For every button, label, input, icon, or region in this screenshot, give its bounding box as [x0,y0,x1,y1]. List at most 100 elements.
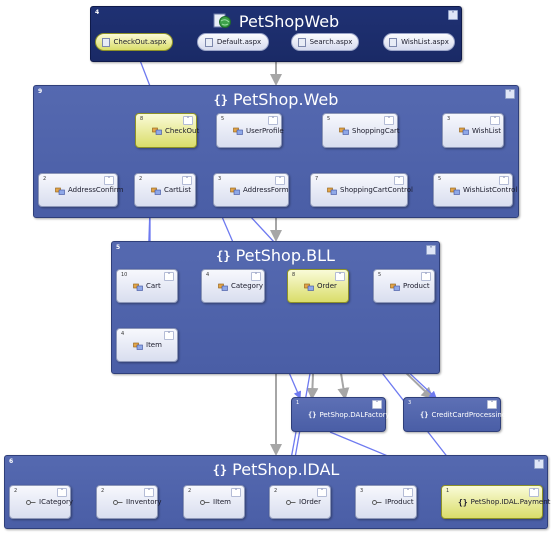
class-node-shoppingcartcontrol[interactable]: 7 ˅ ShoppingCartControl [310,173,413,207]
node-count: 5 [327,116,331,122]
class-icon [218,283,228,291]
namespace-icon: {} [308,410,317,419]
class-node-userprofile[interactable]: 5 ˅ UserProfile [216,113,284,148]
interface-icon [113,499,123,505]
file-label: WishList.aspx [401,38,449,46]
node-count: 7 [315,176,319,182]
expand-icon[interactable]: ˅ [384,116,394,125]
file-label: Search.aspx [309,38,353,46]
collapse-icon[interactable]: ˄ [534,459,544,469]
interface-node-icategory[interactable]: 2 ˅ ICategory [9,485,73,519]
expand-icon[interactable]: ˅ [372,400,382,409]
class-icon [133,283,143,291]
node-label: ShoppingCartControl [340,186,413,194]
class-icon [450,187,460,195]
node-count: 4 [121,331,125,337]
expand-icon[interactable]: ˅ [251,272,261,281]
expand-icon[interactable]: ˅ [268,116,278,125]
node-label: Cart [146,282,161,290]
web-count: 9 [38,88,43,95]
collapse-icon[interactable]: ˄ [426,245,436,255]
interface-node-iproduct[interactable]: 3 ˅ IProduct [355,485,417,519]
expand-icon[interactable]: ˅ [164,331,174,340]
file-node-checkout-aspx[interactable]: CheckOut.aspx [95,33,173,51]
namespace-node-creditcardprocessing[interactable]: 3 ˅ {}CreditCardProcessing [403,397,506,432]
class-node-addressconfirm[interactable]: 2 ˅ AddressConfirm [38,173,123,207]
node-count: 2 [101,488,105,494]
interface-node-iinventory[interactable]: 2 ˅ IInventory [96,485,162,519]
node-label: IInventory [126,498,162,506]
node-count: 8 [140,116,144,122]
namespace-node-idal-payment[interactable]: 1 ˅ {}PetShop.IDAL.Payment [441,485,550,519]
expand-icon[interactable]: ˅ [275,176,285,185]
node-count: 4 [206,272,210,278]
namespace-node-dalfactory[interactable]: 1 ˅ {}PetShop.DALFactory [291,397,390,432]
node-label: PetShop.DALFactory [319,410,390,419]
class-node-shoppingcart[interactable]: 5 ˅ ShoppingCart [322,113,400,148]
class-icon [151,187,161,195]
class-node-product[interactable]: 5 ˅ Product [373,269,435,303]
expand-icon[interactable]: ˅ [499,176,509,185]
file-icon [101,37,110,47]
class-icon [233,127,243,135]
class-node-cart[interactable]: 10 ˅ Cart [116,269,178,303]
class-node-order[interactable]: 8 ˅ Order [287,269,349,303]
node-count: 8 [292,272,296,278]
expand-icon[interactable]: ˅ [182,176,192,185]
class-node-checkout[interactable]: 8 ˅ CheckOut [135,113,200,148]
expand-icon[interactable]: ˅ [335,272,345,281]
class-node-wishlist[interactable]: 3 ˅ WishList [442,113,504,148]
file-icon [297,37,306,47]
node-label: CheckOut [165,126,200,135]
web-title: PetShop.Web [233,90,339,109]
expand-icon[interactable]: ˅ [403,488,413,497]
expand-icon[interactable]: ˅ [317,488,327,497]
expand-icon[interactable]: ˅ [490,116,500,125]
interface-node-iorder[interactable]: 2 ˅ IOrder [269,485,331,519]
node-label: AddressForm [243,186,289,194]
expand-icon[interactable]: ˅ [183,116,193,125]
node-label: UserProfile [246,126,284,135]
expand-icon[interactable]: ˅ [57,488,67,497]
class-node-cartlist[interactable]: 2 ˅ CartList [134,173,196,207]
idal-title: PetShop.IDAL [232,460,340,479]
file-node-wishlist-aspx[interactable]: WishList.aspx [383,33,455,51]
node-label: CartList [164,186,192,194]
node-count: 10 [121,272,128,278]
node-label: IItem [213,498,231,506]
interface-node-iitem[interactable]: 2 ˅ IItem [183,485,245,519]
node-count: 2 [139,176,143,182]
web-app-title-row: PetShopWeb [91,13,461,31]
expand-icon[interactable]: ˅ [164,272,174,281]
class-icon [327,187,337,195]
bll-title-row: {}PetShop.BLL [112,247,439,265]
class-node-item[interactable]: 4 ˅ Item [116,328,178,362]
node-count: 3 [360,488,364,494]
web-app-container[interactable]: 4 ˄ PetShopWeb CheckOut.aspx Default.asp… [90,6,462,62]
node-label: Item [146,341,162,349]
expand-icon[interactable]: ˅ [421,272,431,281]
node-count: 5 [378,272,382,278]
collapse-icon[interactable]: ˄ [448,10,458,20]
file-label: Default.aspx [216,38,262,46]
class-icon [339,127,349,135]
node-label: PetShop.IDAL.Payment [470,498,551,506]
file-node-search-aspx[interactable]: Search.aspx [291,33,359,51]
expand-icon[interactable]: ˅ [231,488,241,497]
globe-icon [213,13,231,28]
expand-icon[interactable]: ˅ [487,400,497,409]
class-icon [133,342,143,350]
class-icon [152,127,162,135]
class-icon [55,187,65,195]
namespace-icon: {} [216,249,231,263]
expand-icon[interactable]: ˅ [144,488,154,497]
expand-icon[interactable]: ˅ [394,176,404,185]
collapse-icon[interactable]: ˄ [505,89,515,99]
file-node-default-aspx[interactable]: Default.aspx [197,33,269,51]
class-node-addressform[interactable]: 3 ˅ AddressForm [213,173,289,207]
expand-icon[interactable]: ˅ [104,176,114,185]
class-node-category[interactable]: 4 ˅ Category [201,269,265,303]
expand-icon[interactable]: ˅ [529,488,539,497]
class-node-wishlistcontrol[interactable]: 5 ˅ WishListControl [433,173,517,207]
